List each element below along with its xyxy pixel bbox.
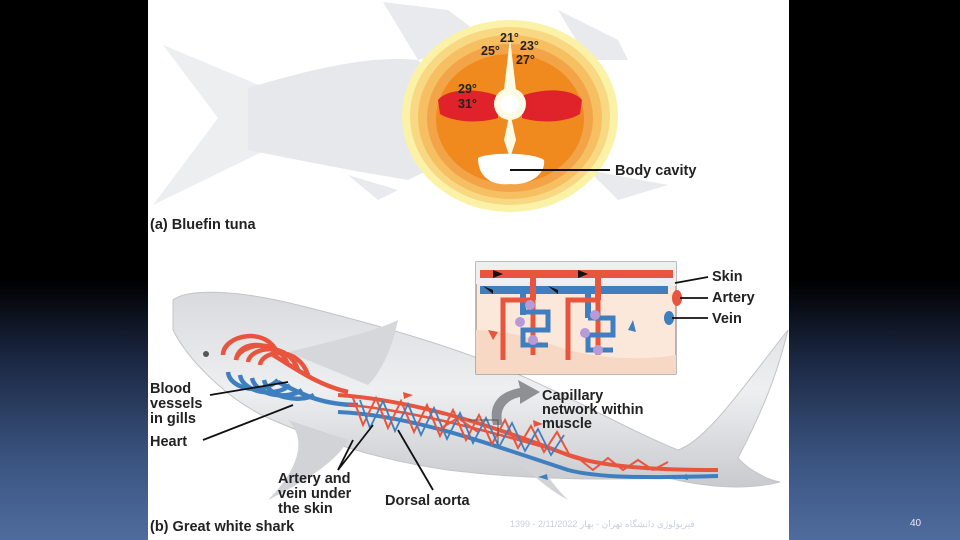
skin-label: Skin — [712, 269, 743, 285]
figure-panel: Body cavity 21° 25° 23° 27° 29° 31° (a) … — [148, 0, 789, 540]
artery-vein-label-line1: Artery and — [278, 471, 351, 487]
temp-label-25: 25° — [481, 44, 500, 58]
shark-silhouette — [172, 291, 789, 500]
tuna-cross-section — [402, 20, 618, 212]
temp-label-23: 23° — [520, 39, 539, 53]
tuna-caption: (a) Bluefin tuna — [150, 217, 256, 233]
blood-vessels-label-line2: vessels — [150, 396, 202, 412]
body-vessels — [337, 392, 719, 480]
figure-illustration: Body cavity 21° 25° 23° 27° 29° 31° (a) … — [150, 2, 789, 535]
temp-label-27: 27° — [516, 53, 535, 67]
temp-label-31: 31° — [458, 97, 477, 111]
shark-caption: (b) Great white shark — [150, 519, 295, 535]
dorsal-aorta-label: Dorsal aorta — [385, 493, 471, 509]
capillary-inset — [475, 261, 682, 375]
capillary-label-line3: muscle — [542, 416, 592, 432]
capillary-label-line1: Capillary — [542, 388, 603, 404]
label-pointers — [202, 276, 709, 491]
capillary-label-line2: network within — [542, 402, 644, 418]
heart-label: Heart — [150, 434, 187, 450]
artery-label: Artery — [712, 290, 755, 306]
zoom-arrow — [468, 380, 540, 445]
slide-number: 40 — [910, 518, 922, 529]
temp-label-29: 29° — [458, 82, 477, 96]
artery-vein-label-line2: vein under — [278, 486, 352, 502]
blood-vessels-label-line3: in gills — [150, 411, 196, 427]
vein-label: Vein — [712, 311, 742, 327]
temp-label-21: 21° — [500, 31, 519, 45]
blood-vessels-label-line1: Blood — [150, 381, 191, 397]
body-cavity-label: Body cavity — [615, 163, 696, 179]
footer-text: 1399 - فیزیولوژی دانشگاه تهران - بهار 2/… — [510, 519, 695, 529]
artery-vein-label-line3: the skin — [278, 501, 333, 517]
